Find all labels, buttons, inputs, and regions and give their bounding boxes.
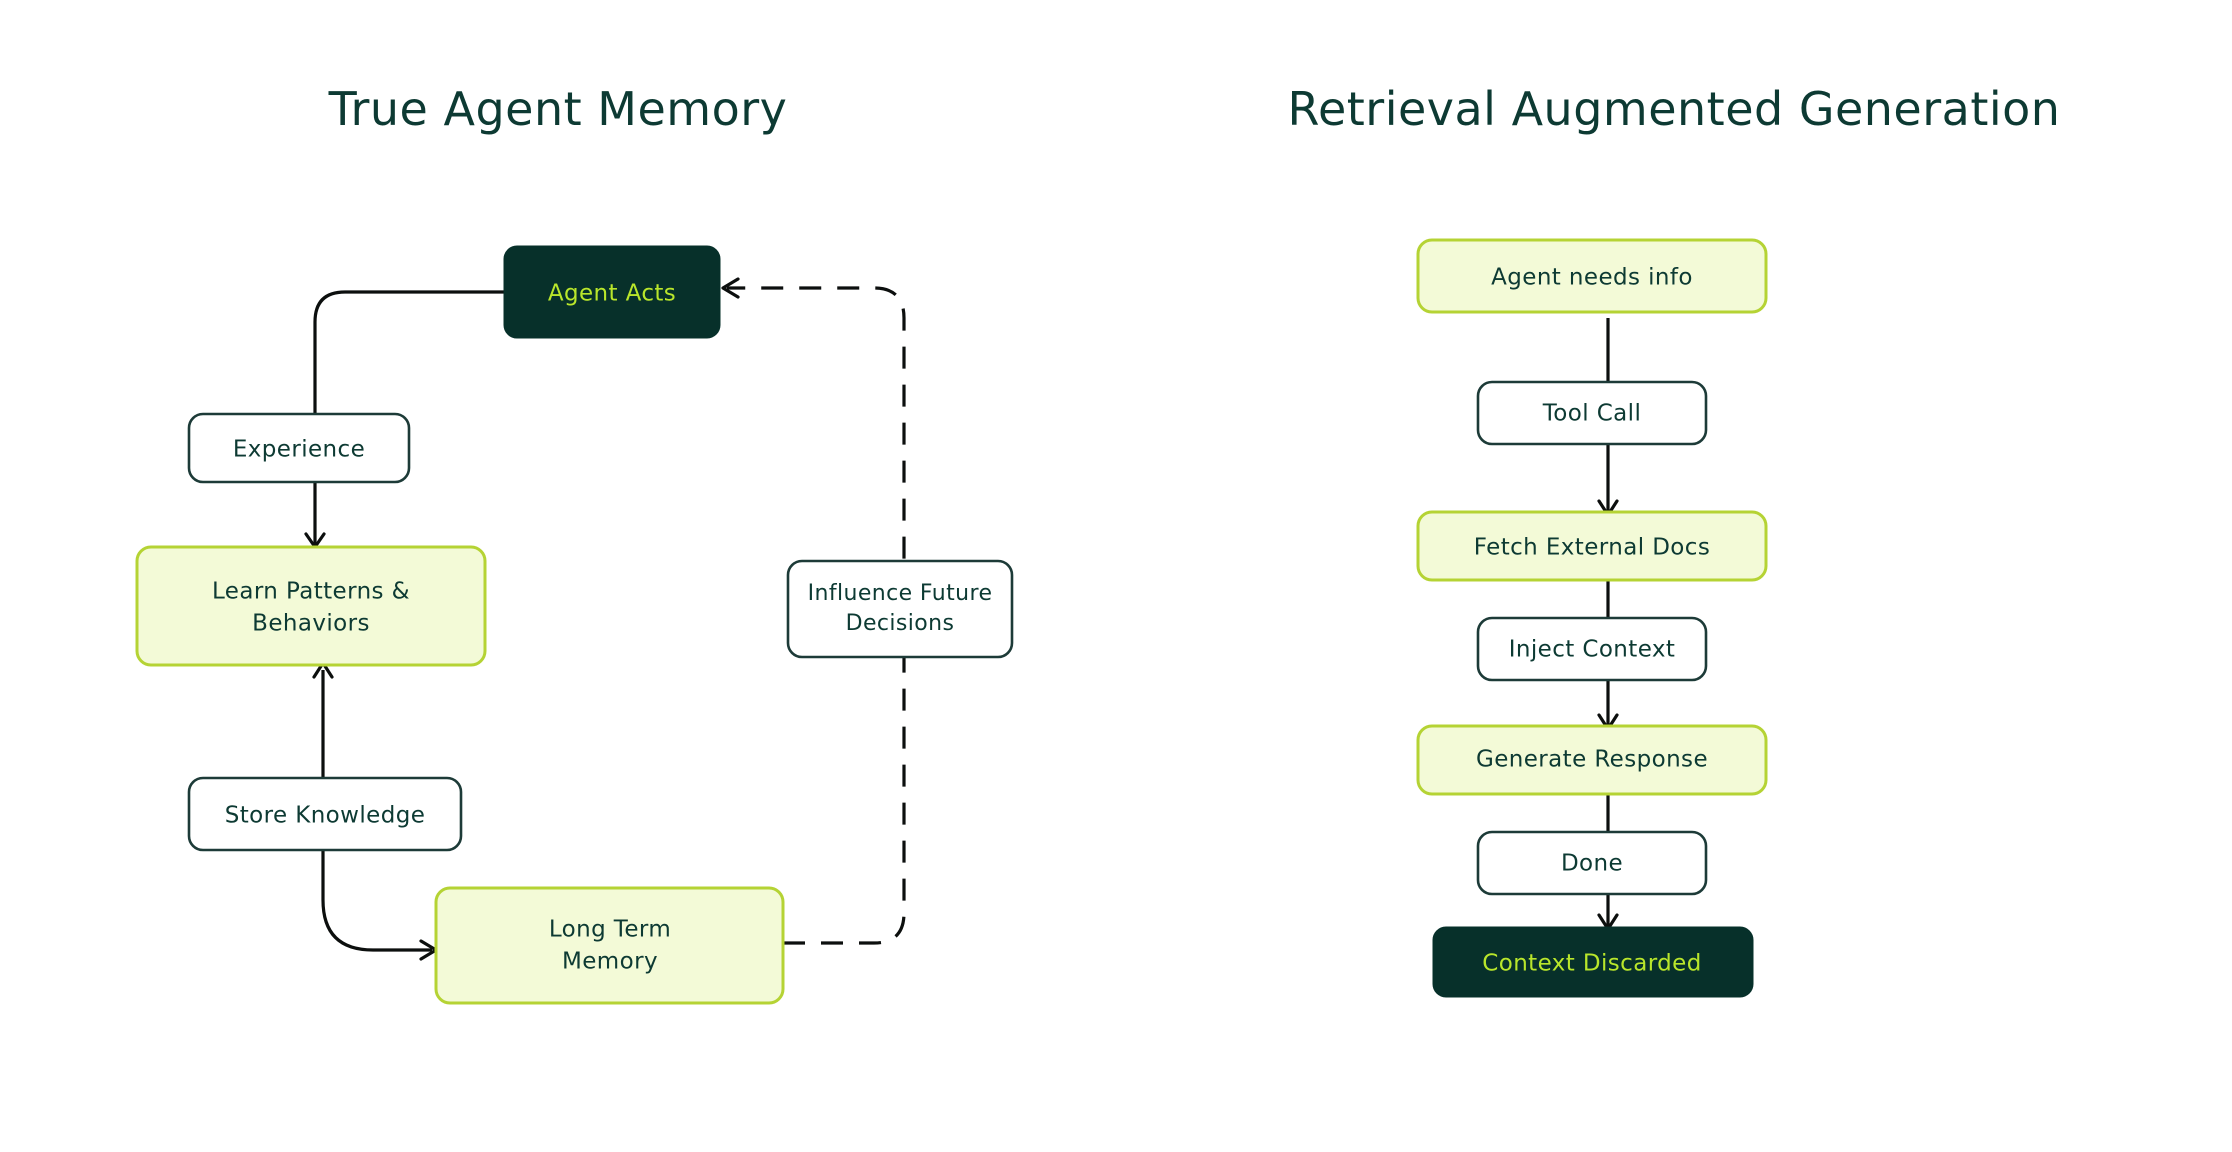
node-influence-future-decisions-box[interactable]: [786, 559, 1014, 659]
node-context-discarded[interactable]: Context Discarded: [1432, 926, 1754, 998]
node-influence-future-decisions[interactable]: Influence Future Decisions: [786, 559, 1014, 659]
node-learn-patterns-label-line2: Behaviors: [252, 611, 370, 637]
node-done-label: Done: [1561, 851, 1623, 877]
node-done-box[interactable]: [1476, 830, 1708, 896]
node-tool-call[interactable]: Tool Call: [1476, 380, 1708, 446]
node-influence-future-decisions-label-line2: Decisions: [846, 611, 955, 636]
node-learn-patterns[interactable]: Learn Patterns & Behaviors: [135, 545, 487, 667]
edge-store-to-long-term-memory: [321, 849, 432, 952]
node-learn-patterns-box[interactable]: [135, 545, 487, 667]
node-agent-needs-info-box[interactable]: [1416, 238, 1768, 314]
node-fetch-external-docs-box[interactable]: [1416, 510, 1768, 582]
node-fetch-external-docs-label: Fetch External Docs: [1474, 535, 1710, 561]
node-store-knowledge[interactable]: Store Knowledge: [187, 776, 463, 852]
node-generate-response[interactable]: Generate Response: [1416, 724, 1768, 796]
node-tool-call-box[interactable]: [1476, 380, 1708, 446]
node-long-term-memory-label-line1: Long Term: [549, 917, 671, 943]
node-inject-context-label: Inject Context: [1509, 637, 1676, 663]
panel-title-true-agent-memory: True Agent Memory: [328, 82, 788, 136]
node-tool-call-label: Tool Call: [1542, 401, 1642, 427]
node-experience-label: Experience: [233, 437, 365, 463]
node-long-term-memory-label-line2: Memory: [562, 949, 658, 975]
node-long-term-memory-box[interactable]: [434, 886, 785, 1005]
flowchart-true-agent-memory: Agent Acts Experience Learn Patterns & B…: [135, 245, 1014, 1005]
node-agent-needs-info-label: Agent needs info: [1491, 265, 1693, 291]
node-inject-context[interactable]: Inject Context: [1476, 616, 1708, 682]
arrow-head-into-agent-acts: [721, 277, 740, 299]
node-long-term-memory[interactable]: Long Term Memory: [434, 886, 785, 1005]
node-generate-response-box[interactable]: [1416, 724, 1768, 796]
node-agent-acts-box[interactable]: [503, 245, 721, 339]
node-context-discarded-box[interactable]: [1432, 926, 1754, 998]
panel-retrieval-augmented-generation: Retrieval Augmented Generation Agent nee…: [1116, 0, 2232, 1152]
node-learn-patterns-label-line1: Learn Patterns &: [212, 579, 410, 605]
node-agent-needs-info[interactable]: Agent needs info: [1416, 238, 1768, 314]
node-influence-future-decisions-label-line1: Influence Future: [808, 581, 993, 606]
node-agent-acts-label: Agent Acts: [548, 281, 676, 307]
node-store-knowledge-box[interactable]: [187, 776, 463, 852]
node-generate-response-label: Generate Response: [1476, 747, 1708, 773]
node-store-knowledge-label: Store Knowledge: [225, 803, 426, 829]
node-agent-acts[interactable]: Agent Acts: [503, 245, 721, 339]
node-fetch-external-docs[interactable]: Fetch External Docs: [1416, 510, 1768, 582]
node-context-discarded-label: Context Discarded: [1482, 951, 1701, 977]
node-experience[interactable]: Experience: [187, 412, 411, 484]
node-experience-box[interactable]: [187, 412, 411, 484]
panel-true-agent-memory: True Agent Memory Agent Acts: [135, 82, 1014, 1005]
panel-title-retrieval-augmented-generation: Retrieval Augmented Generation: [1287, 82, 2061, 136]
edge-agent-acts-to-learn: [313, 290, 505, 545]
node-inject-context-box[interactable]: [1476, 616, 1708, 682]
node-done[interactable]: Done: [1476, 830, 1708, 896]
flowchart-retrieval-augmented-generation: Agent needs info Tool Call Fetch Externa…: [1416, 238, 1768, 998]
